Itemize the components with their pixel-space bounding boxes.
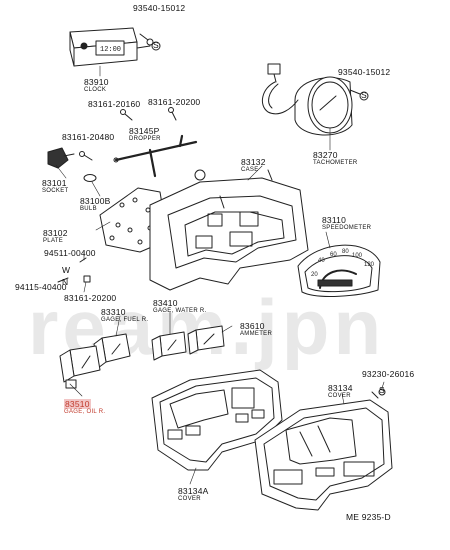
clock-part[interactable]: 12:00 <box>69 27 151 67</box>
callout-83510[interactable]: 83510 <box>64 399 91 409</box>
drawing-code: ME 9235-D <box>346 512 391 522</box>
screw-83161-20480[interactable] <box>79 151 93 161</box>
callout-83134-name: COVER <box>328 393 351 399</box>
callout-83134a-name: COVER <box>178 496 201 502</box>
water-gage-part[interactable] <box>151 331 187 361</box>
callout-83145p[interactable]: 83145P <box>129 126 160 136</box>
speedo-scale-80: 80 <box>342 249 349 255</box>
callout-83161-20200-top[interactable]: 83161-20200 <box>148 97 201 107</box>
speedo-scale-40: 40 <box>318 258 325 264</box>
callout-83410-name: GAGE, WATER R. <box>153 308 207 314</box>
callout-letter-s-cover: S <box>379 385 385 395</box>
callout-94511-00400[interactable]: 94511-00400 <box>44 248 96 258</box>
callout-83101[interactable]: 83101 <box>42 178 67 188</box>
callout-93540-15012-clock[interactable]: 93540-15012 <box>133 3 186 13</box>
callout-93540-15012-tacho[interactable]: 93540-15012 <box>338 67 391 77</box>
socket-part[interactable] <box>47 147 75 169</box>
callout-83510-highlight: 83510 <box>64 399 91 409</box>
oil-gage-part[interactable] <box>59 345 101 389</box>
callout-83161-20200-bottom[interactable]: 83161-20200 <box>64 293 117 303</box>
callout-83410[interactable]: 83410 <box>153 298 178 308</box>
callout-83161-20480[interactable]: 83161-20480 <box>62 132 115 142</box>
callout-83132-name: CASE <box>241 167 259 173</box>
nut-94115-40400[interactable] <box>57 275 91 283</box>
callout-letter-n: N <box>62 277 69 287</box>
callout-letter-s-tacho: S <box>361 90 367 100</box>
callout-83101-name: SOCKET <box>42 188 69 194</box>
callout-83132[interactable]: 83132 <box>241 157 266 167</box>
clock-face-text: 12:00 <box>100 46 121 54</box>
case-part[interactable] <box>149 169 309 291</box>
callout-83145p-name: DROPPER <box>129 136 161 142</box>
speedometer-part[interactable]: 20 40 60 80 100 120 <box>297 244 381 297</box>
callout-83134[interactable]: 83134 <box>328 383 353 393</box>
callout-83100b[interactable]: 83100B <box>80 196 111 206</box>
clock-fastener[interactable] <box>151 41 161 51</box>
callout-83270[interactable]: 83270 <box>313 150 338 160</box>
screw-83161-20160[interactable] <box>120 109 133 121</box>
callout-83910-name: CLOCK <box>84 87 107 93</box>
speedo-scale-100: 100 <box>352 253 363 259</box>
washer-94511-00400[interactable] <box>79 257 87 263</box>
speedo-scale-60: 60 <box>330 252 337 258</box>
callout-83102[interactable]: 83102 <box>43 228 68 238</box>
callout-83610-name: AMMETER <box>240 331 273 337</box>
callout-83270-name: TACHOMETER <box>313 160 358 166</box>
clock-screw[interactable] <box>139 33 154 46</box>
callout-83134a[interactable]: 83134A <box>178 486 209 496</box>
callout-93230-26016[interactable]: 93230-26016 <box>362 369 415 379</box>
cover-83134-part[interactable] <box>254 399 393 511</box>
speedo-scale-120: 120 <box>364 262 375 268</box>
ammeter-part[interactable] <box>187 325 225 355</box>
fuel-gage-part[interactable] <box>93 333 131 369</box>
callout-94115-40400[interactable]: 94115-40400 <box>15 282 67 292</box>
bulb-part[interactable] <box>83 174 97 182</box>
callout-83102-name: PLATE <box>43 238 64 244</box>
screw-93230-26016[interactable] <box>371 388 386 399</box>
dropper-part[interactable] <box>113 134 198 178</box>
callout-83161-20160[interactable]: 83161-20160 <box>88 99 141 109</box>
callout-83510-name: GAGE, OIL R. <box>64 409 106 415</box>
tacho-fastener[interactable] <box>349 89 369 101</box>
callout-letter-s-clock: S <box>153 40 159 50</box>
callout-83100b-name: BULB <box>80 206 97 212</box>
screw-83161-20200-top[interactable] <box>168 107 177 121</box>
callout-83310-name: GAGE, FUEL R. <box>101 317 149 323</box>
callout-letter-w: W <box>62 265 71 275</box>
speedo-scale-20: 20 <box>311 272 318 278</box>
callout-83110[interactable]: 83110 <box>322 215 347 225</box>
leader-lines <box>55 65 385 485</box>
callout-83610[interactable]: 83610 <box>240 321 265 331</box>
callout-83910[interactable]: 83910 <box>84 77 109 87</box>
callout-83310[interactable]: 83310 <box>101 307 126 317</box>
callout-83110-name: SPEEDOMETER <box>322 225 372 231</box>
